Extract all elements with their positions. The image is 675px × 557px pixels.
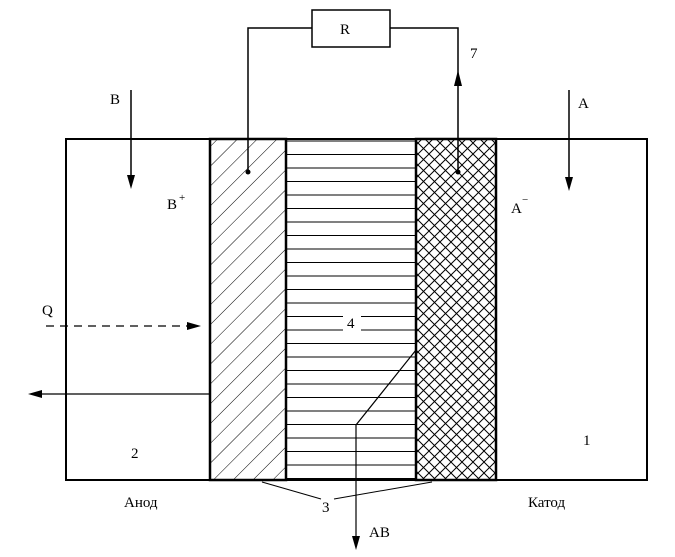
product-line (355, 349, 417, 538)
electrolyte (285, 138, 417, 481)
resistor (311, 9, 391, 48)
exhaust-arrowhead (28, 390, 42, 398)
product-arrowhead (352, 536, 360, 550)
anode-electrode (208, 137, 288, 482)
cathode-space-number-label: 1 (583, 433, 591, 449)
reactant-b-arrowhead (127, 175, 135, 189)
resistor-label: R (340, 22, 350, 38)
product-label: AB (369, 525, 390, 541)
anode-caption: Анод (124, 495, 158, 511)
cathode-contact (455, 169, 461, 175)
anode-contact (245, 169, 251, 175)
electrodes-number-label: 3 (322, 500, 330, 516)
cathode-caption: Катод (528, 495, 566, 511)
electrolyte-number-label: 4 (347, 316, 355, 332)
current-arrow-up (454, 70, 462, 86)
anode-chamber (65, 138, 211, 481)
electrolyte-label-bg (343, 314, 361, 331)
reactant-a-arrowhead (565, 177, 573, 191)
external-circuit (247, 27, 312, 172)
ion-a-label: A (511, 201, 522, 217)
electrode-leader-left (261, 481, 322, 500)
anode-space-number-label: 2 (131, 446, 139, 462)
heat-label: Q (42, 303, 53, 319)
heat-arrowhead (187, 322, 201, 330)
ion-b-label: B (167, 197, 177, 213)
ion-a-charge: − (522, 194, 528, 206)
cathode-chamber (495, 138, 648, 481)
reactant-b-label: B (110, 92, 120, 108)
cathode-electrode (414, 137, 498, 482)
electrode-leader-right (333, 481, 433, 500)
reactant-a-label: A (578, 96, 589, 112)
external-circuit-return (390, 27, 459, 172)
ion-b-charge: + (179, 192, 185, 204)
lead-number-label: 7 (470, 46, 478, 62)
